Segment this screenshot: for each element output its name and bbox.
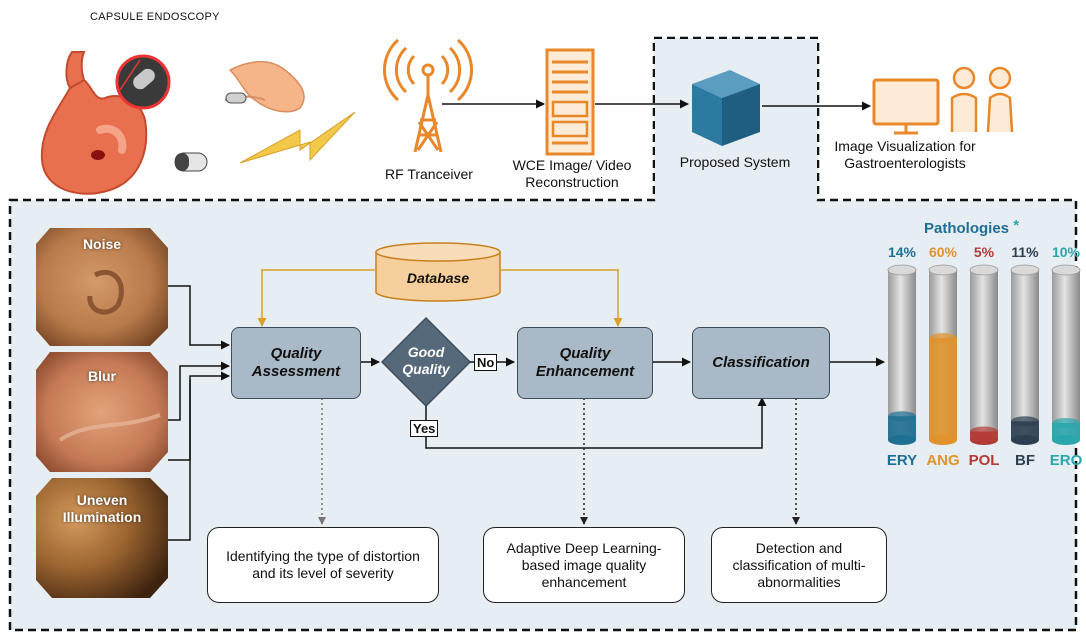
classification-note-text: Detection and classification of multi-ab… xyxy=(732,539,866,590)
visualization-icon xyxy=(872,66,1014,135)
cylinder-fill-top-ery xyxy=(888,411,916,422)
assessment-note: Identifying the type of distortion and i… xyxy=(207,527,439,603)
pathology-percent-ang: 60% xyxy=(928,244,958,260)
database-to-assessment-arrow xyxy=(257,269,376,327)
stomach-illustration xyxy=(40,51,171,195)
pathology-percent-ery: 14% xyxy=(887,244,917,260)
cylinder-fill-ang xyxy=(929,338,957,440)
rf-tower-icon xyxy=(383,38,473,153)
classification-note: Detection and classification of multi-ab… xyxy=(711,527,887,603)
classification-label: Classification xyxy=(712,354,810,371)
cylinder-fill-top-bf xyxy=(1011,416,1039,427)
cylinder-track-pol xyxy=(970,270,998,440)
quality-enhancement-box: Quality Enhancement xyxy=(517,327,653,399)
uneven-illumination-thumbnail-label: Uneven Illumination xyxy=(62,492,142,525)
cylinder-top-ery xyxy=(887,264,917,276)
enhancement-note-text: Adaptive Deep Learning-based image quali… xyxy=(506,539,662,590)
cylinder-base-pol xyxy=(970,435,998,445)
pathology-code-bf: BF xyxy=(1015,452,1035,469)
blur-input-arrow xyxy=(168,361,230,421)
classification-box: Classification xyxy=(692,327,830,399)
capsule-endoscopy-title: CAPSULE ENDOSCOPY xyxy=(90,11,220,23)
rf-transceiver-label: RF Tranceiver xyxy=(385,166,473,182)
quality-assessment-label: Quality Assessment xyxy=(251,345,341,380)
pathology-cylinders xyxy=(887,264,1081,445)
pathology-code-ery: ERY xyxy=(886,452,918,469)
cylinder-fill-top-pol xyxy=(970,426,998,437)
pathology-percent-ero: 10% xyxy=(1051,244,1081,260)
cylinder-top-bf xyxy=(1010,264,1040,276)
assessment-note-text: Identifying the type of distortion and i… xyxy=(226,548,420,581)
cylinder-fill-bf xyxy=(1011,421,1039,440)
cylinder-track-bf xyxy=(1011,270,1039,440)
cylinder-base-bf xyxy=(1011,435,1039,445)
noise-thumbnail-label: Noise xyxy=(82,236,122,252)
cylinder-fill-top-ero xyxy=(1052,418,1080,428)
pathology-percent-bf: 11% xyxy=(1011,244,1039,260)
server-rack-icon xyxy=(545,48,595,156)
illumination-input-line xyxy=(168,380,191,541)
pathology-code-pol: POL xyxy=(968,452,1000,469)
proposed-system-label: Proposed System xyxy=(679,154,791,170)
cylinder-top-ang xyxy=(928,264,958,276)
no-label: No xyxy=(474,354,498,371)
cylinder-top-pol xyxy=(969,264,999,276)
wce-reconstruction-label: WCE Image/ Video Reconstruction xyxy=(512,157,632,190)
cylinder-track-ero xyxy=(1052,270,1080,440)
proposed-system-outline xyxy=(8,36,1078,632)
decision-label: Good Quality xyxy=(402,344,450,377)
pathologies-title-text: Pathologies xyxy=(924,220,1010,237)
uneven-illumination-thumbnail-graphic xyxy=(36,478,168,598)
cylinder-base-ero xyxy=(1052,435,1080,445)
pathologies-asterisk: * xyxy=(1013,217,1020,234)
pathology-code-ang: ANG xyxy=(926,452,960,469)
cylinder-base-ang xyxy=(929,435,957,445)
cylinder-top-ero xyxy=(1051,264,1081,276)
pathologies-title: Pathologies * xyxy=(924,217,1019,237)
pathology-code-ero: ERO xyxy=(1049,452,1083,469)
quality-enhancement-label: Quality Enhancement xyxy=(535,345,635,380)
blur-thumbnail-graphic xyxy=(36,352,168,472)
yes-label: Yes xyxy=(410,420,439,437)
quality-assessment-box: Quality Assessment xyxy=(231,327,361,399)
blur-thumbnail-label: Blur xyxy=(88,368,116,384)
noise-thumbnail-graphic xyxy=(36,228,168,346)
hand-capsule-illustration xyxy=(174,61,356,172)
visualization-label: Image Visualization for Gastroenterologi… xyxy=(834,138,976,171)
database-to-enhancement-arrow xyxy=(500,269,623,327)
enhancement-note: Adaptive Deep Learning-based image quali… xyxy=(483,527,685,603)
cylinder-fill-ery xyxy=(888,416,916,440)
database-cylinder xyxy=(375,242,501,302)
cylinder-fill-top-ang xyxy=(929,333,957,343)
cylinder-base-ery xyxy=(888,435,916,445)
database-label: Database xyxy=(406,270,470,286)
proposed-system-cube-icon xyxy=(692,70,760,146)
noise-input-arrow xyxy=(168,285,230,350)
pathology-percent-pol: 5% xyxy=(973,244,995,260)
